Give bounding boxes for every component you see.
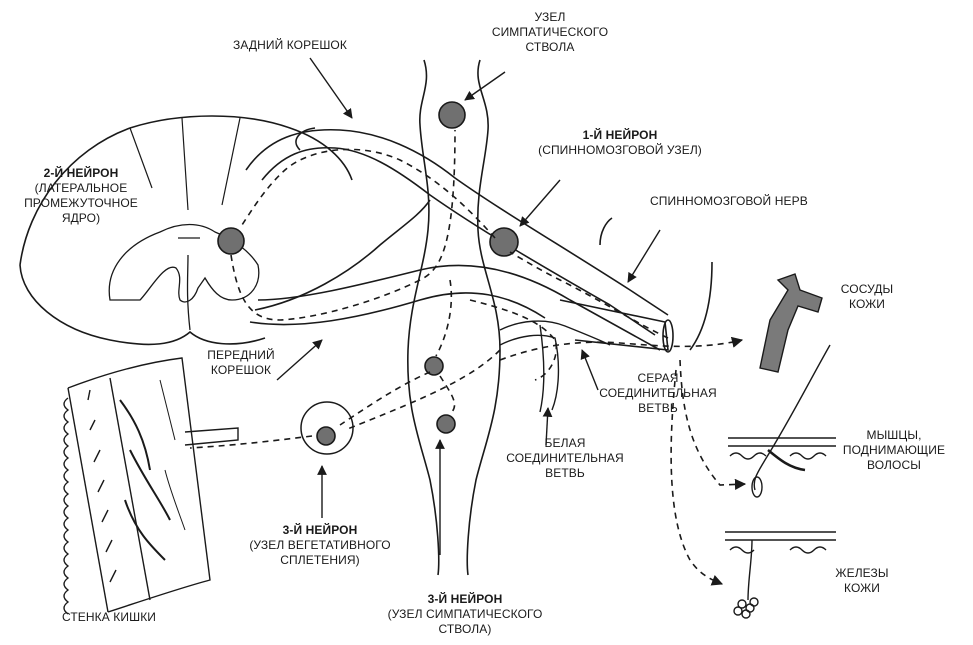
dorsal-root-shape: [246, 128, 668, 335]
third-neuron-trunk-label: 3-Й НЕЙРОН (УЗЕЛ СИМПАТИЧЕСКОГО СТВОЛА): [370, 592, 560, 637]
hair-muscles-label: МЫШЦЫ, ПОДНИМАЮЩИЕ ВОЛОСЫ: [834, 428, 954, 473]
second-neuron-cell: [218, 228, 244, 254]
ventral-root-label: ПЕРЕДНИЙ КОРЕШОК: [196, 348, 286, 378]
spinal-nerve-label: СПИННОМОЗГОВОЙ НЕРВ: [650, 194, 808, 209]
sympathetic-node-neuron: [439, 102, 465, 128]
sympathetic-node-label: УЗЕЛ СИМПАТИЧЕСКОГО СТВОЛА: [470, 10, 630, 55]
gray-ramus-label: СЕРАЯ СОЕДИНИТЕЛЬНАЯ ВЕТВЬ: [588, 371, 728, 416]
intestine-wall-label: СТЕНКА КИШКИ: [62, 610, 156, 625]
spinal-nerve-shape: [560, 218, 712, 352]
first-neuron-label: 1-Й НЕЙРОН (СПИННОМОЗГОВОЙ УЗЕЛ): [520, 128, 720, 158]
dorsal-root-label: ЗАДНИЙ КОРЕШОК: [233, 38, 347, 53]
spinal-cord: [20, 116, 352, 344]
sympathetic-trunk: [408, 60, 500, 575]
skin-gland-shape: [725, 532, 836, 618]
ventral-root-shape: [250, 200, 660, 350]
third-neuron-plexus-cell: [317, 427, 335, 445]
skin-glands-label: ЖЕЛЕЗЫ КОЖИ: [822, 566, 902, 596]
skin-vessels-label: СОСУДЫ КОЖИ: [832, 282, 902, 312]
skin-vessel-shape: [760, 274, 822, 372]
first-neuron-cell: [490, 228, 518, 256]
third-neuron-trunk-cell: [437, 415, 455, 433]
third-neuron-plexus-label: 3-Й НЕЙРОН (УЗЕЛ ВЕГЕТАТИВНОГО СПЛЕТЕНИЯ…: [225, 523, 415, 568]
intestine-wall-shape: [64, 358, 210, 614]
neurons: [218, 102, 518, 445]
white-ramus-label: БЕЛАЯ СОЕДИНИТЕЛЬНАЯ ВЕТВЬ: [500, 436, 630, 481]
second-neuron-label: 2-Й НЕЙРОН (ЛАТЕРАЛЬНОЕ ПРОМЕЖУТОЧНОЕ ЯД…: [6, 166, 156, 226]
hair-muscle-shape: [728, 345, 836, 497]
